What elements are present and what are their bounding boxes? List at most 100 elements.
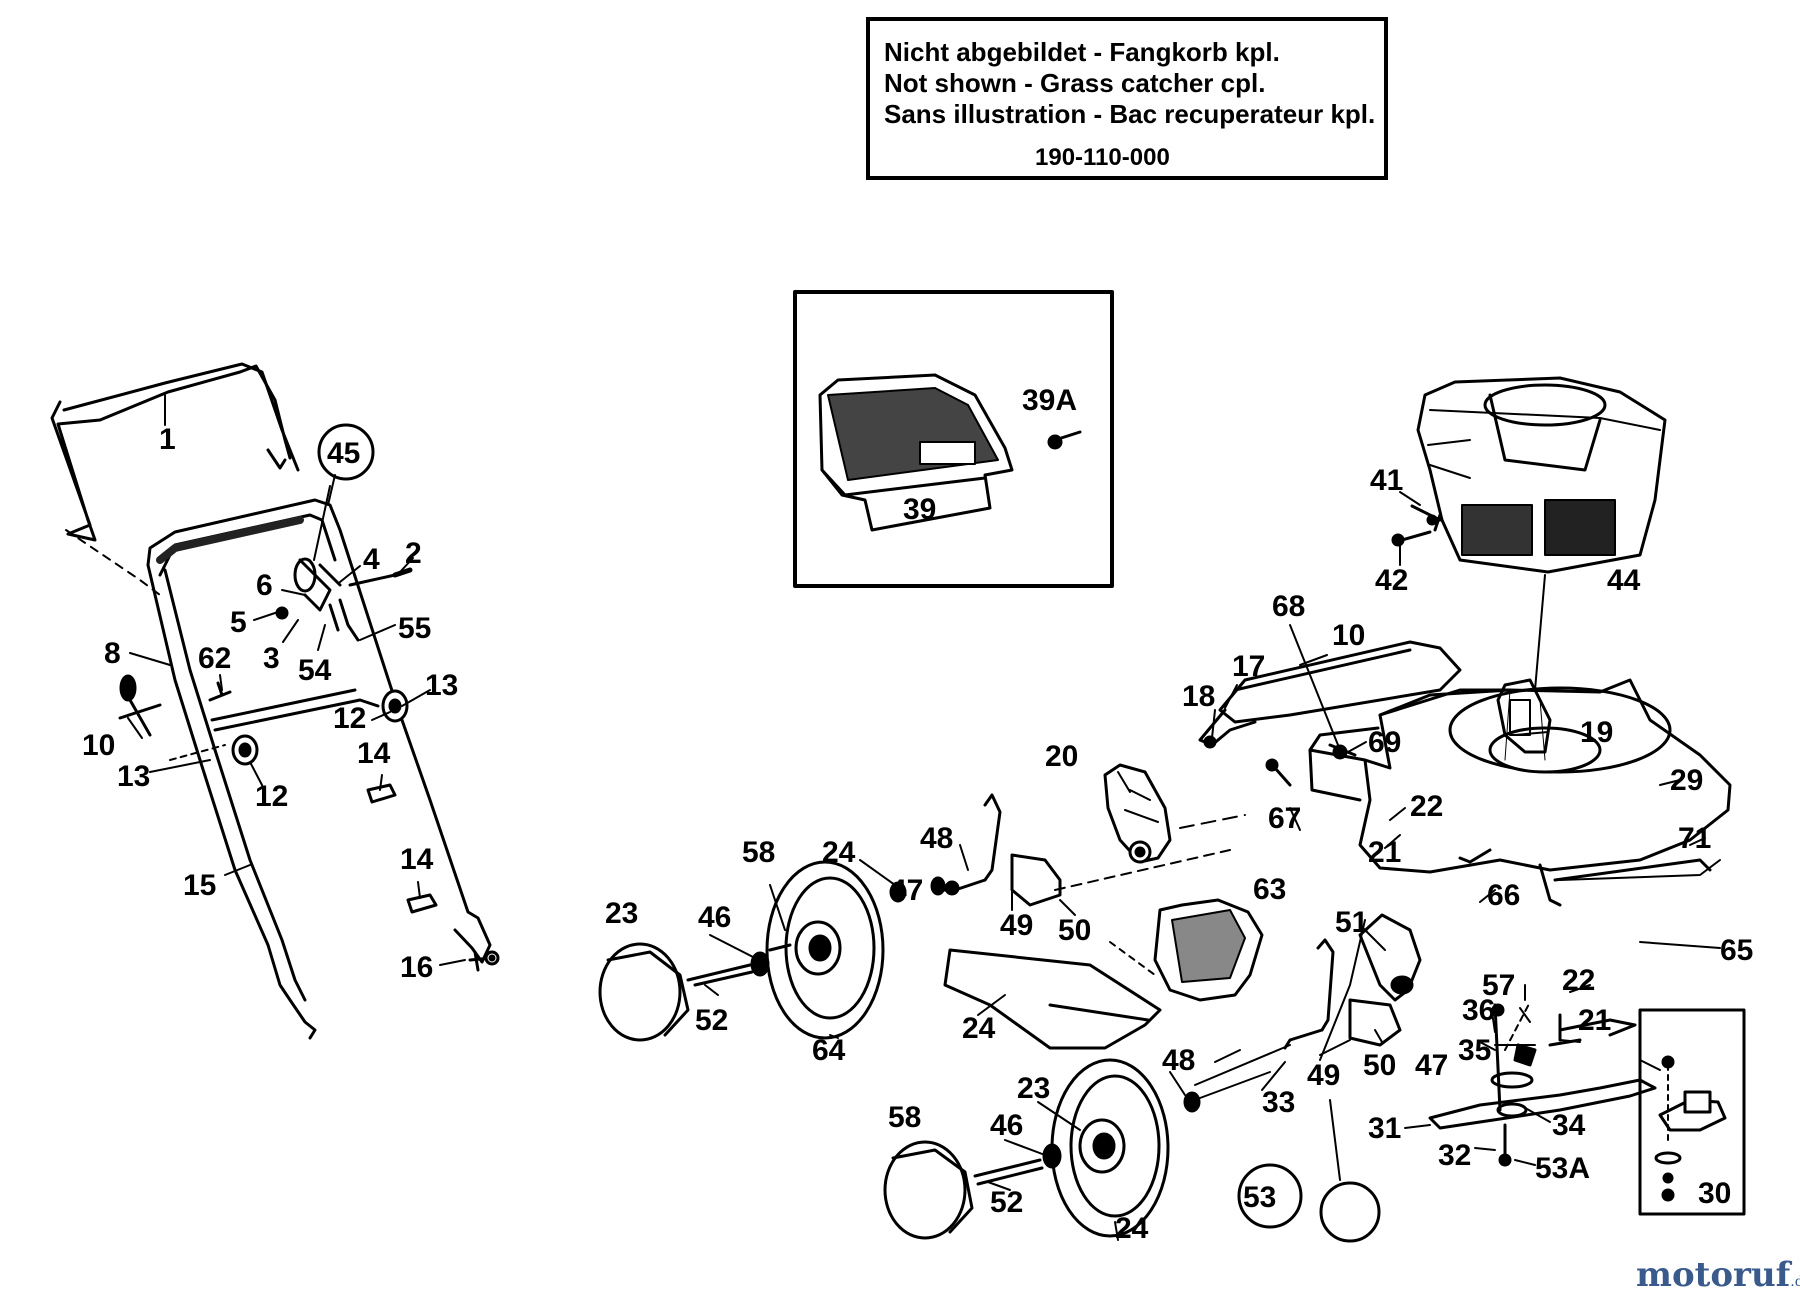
callout-label: 33: [1262, 1086, 1295, 1119]
callout-label: 52: [695, 1004, 728, 1037]
blade-adapter-part-33-36: [1490, 1001, 1582, 1167]
callout-label: 52: [990, 1186, 1023, 1219]
callout-label: 20: [1045, 740, 1078, 773]
callout-label: 10: [82, 729, 115, 762]
site-watermark: motoruf.de: [1636, 1255, 1800, 1295]
upper-handle-part-1: [50, 362, 300, 596]
callout-label: 24: [962, 1012, 996, 1045]
callout-label: 39A: [1022, 384, 1077, 417]
callout-label: 69: [1368, 726, 1401, 759]
callout-label: 2: [405, 537, 422, 570]
callout-label: 35: [1458, 1034, 1491, 1067]
callout-label: 50: [1058, 914, 1091, 947]
blade-part-31: [1428, 1018, 1661, 1130]
callout-label: 1: [159, 423, 176, 456]
callout-label: 58: [742, 836, 775, 869]
callout-label: 39: [903, 493, 936, 526]
bracket-part-51: [1319, 913, 1422, 1061]
callout-label: 12: [255, 780, 288, 813]
deflector-part-63: [1153, 898, 1264, 1002]
rear-flap-part-20: [1103, 763, 1246, 864]
callout-label: 46: [698, 901, 731, 934]
callout-label: 55: [398, 612, 431, 645]
callout-label: 48: [1162, 1044, 1195, 1077]
callout-label: 41: [1370, 464, 1403, 497]
callout-label: 36: [1462, 994, 1495, 1027]
callout-label: 22: [1410, 790, 1443, 823]
blade-adapter-part-30: [1654, 1055, 1727, 1202]
callout-label: 54: [298, 654, 332, 687]
rear-axle-part-48: [938, 793, 1231, 907]
callout-label: 51: [1335, 906, 1368, 939]
callout-label: 6: [256, 569, 273, 602]
callout-label: 14: [357, 737, 391, 770]
callout-label: 14: [400, 843, 434, 876]
callout-label: 71: [1678, 822, 1711, 855]
air-filter-inset-box: [793, 290, 1114, 588]
circled-callout-rings: [317, 423, 1381, 1243]
front-wheel-part-52: [1050, 1058, 1170, 1238]
engine-part-44: [1416, 376, 1667, 691]
callout-label: 63: [1253, 873, 1286, 906]
callout-label: 50: [1363, 1049, 1396, 1082]
front-hubcap-part-23: [883, 1140, 974, 1240]
callout-label: 5: [230, 606, 247, 639]
discharge-chute-part-10: [1218, 640, 1462, 724]
mulch-plate-part-64: [943, 941, 1162, 1050]
callout-label: 8: [104, 637, 121, 670]
callout-label: 67: [1268, 802, 1301, 835]
callout-label: 22: [1562, 964, 1595, 997]
callout-label: 48: [920, 822, 953, 855]
notice-line-fr: Sans illustration - Bac recuperateur kpl…: [884, 99, 1376, 129]
callout-label: 19: [1580, 716, 1613, 749]
callout-label: 47: [1415, 1049, 1448, 1082]
callout-label: 4: [363, 543, 380, 576]
callout-label: 44: [1607, 564, 1641, 597]
leader-lines: [127, 394, 1721, 1241]
blade-adapter-inset-box: [1638, 1008, 1746, 1216]
callout-label: 18: [1182, 680, 1215, 713]
callout-label: 31: [1368, 1112, 1401, 1145]
callout-label: 17: [1232, 650, 1265, 683]
watermark-tld: .de: [1790, 1274, 1800, 1290]
callout-label: 15: [183, 869, 216, 902]
callout-label: 68: [1272, 590, 1305, 623]
air-filter-cover-part-39: [818, 373, 1014, 532]
callout-label: 23: [1017, 1072, 1050, 1105]
callout-label: 62: [198, 642, 231, 675]
callout-label: 12: [333, 702, 366, 735]
callout-label: 53A: [1535, 1152, 1590, 1185]
callout-labels: 1 45 2 4 6 5 55 3 54 8 62 13 12 10 13 12…: [82, 384, 1753, 1245]
screw-part-39A: [1047, 430, 1082, 450]
callout-label: 58: [888, 1101, 921, 1134]
callout-label: 32: [1438, 1139, 1471, 1172]
notice-line-de: Nicht abgebildet - Fangkorb kpl.: [884, 37, 1280, 67]
callout-label: 23: [605, 897, 638, 930]
mower-deck-part-29: [1308, 678, 1732, 907]
callout-label: 66: [1487, 879, 1520, 912]
rear-hubcap-part-23: [598, 942, 690, 1042]
watermark-text: motoruf: [1636, 1255, 1791, 1295]
cable-lever-assembly: [275, 485, 413, 642]
callout-label: 65: [1720, 934, 1753, 967]
callout-label: 49: [1307, 1059, 1340, 1092]
handle-knobs-and-bolts: [118, 674, 500, 972]
callout-label: 16: [400, 951, 433, 984]
callout-label: 53: [1243, 1181, 1276, 1214]
callout-label: 24: [1115, 1212, 1149, 1245]
callout-label: 46: [990, 1109, 1023, 1142]
callout-label: 10: [1332, 619, 1365, 652]
not-shown-notice-box: Nicht abgebildet - Fangkorb kpl. Not sho…: [866, 17, 1388, 180]
callout-label: 13: [117, 760, 150, 793]
callout-label: 29: [1670, 764, 1703, 797]
callout-label: 3: [263, 642, 280, 675]
front-axle-part-48: [1194, 938, 1402, 1086]
notice-line-en: Not shown - Grass catcher cpl.: [884, 68, 1266, 98]
callout-label: 64: [812, 1034, 846, 1067]
small-hardware-67-69: [1265, 743, 1357, 787]
callout-label: 57: [1482, 969, 1515, 1002]
rear-wheel-part-52: [765, 860, 885, 1040]
callout-label: 13: [425, 669, 458, 702]
callout-label: 49: [1000, 909, 1033, 942]
